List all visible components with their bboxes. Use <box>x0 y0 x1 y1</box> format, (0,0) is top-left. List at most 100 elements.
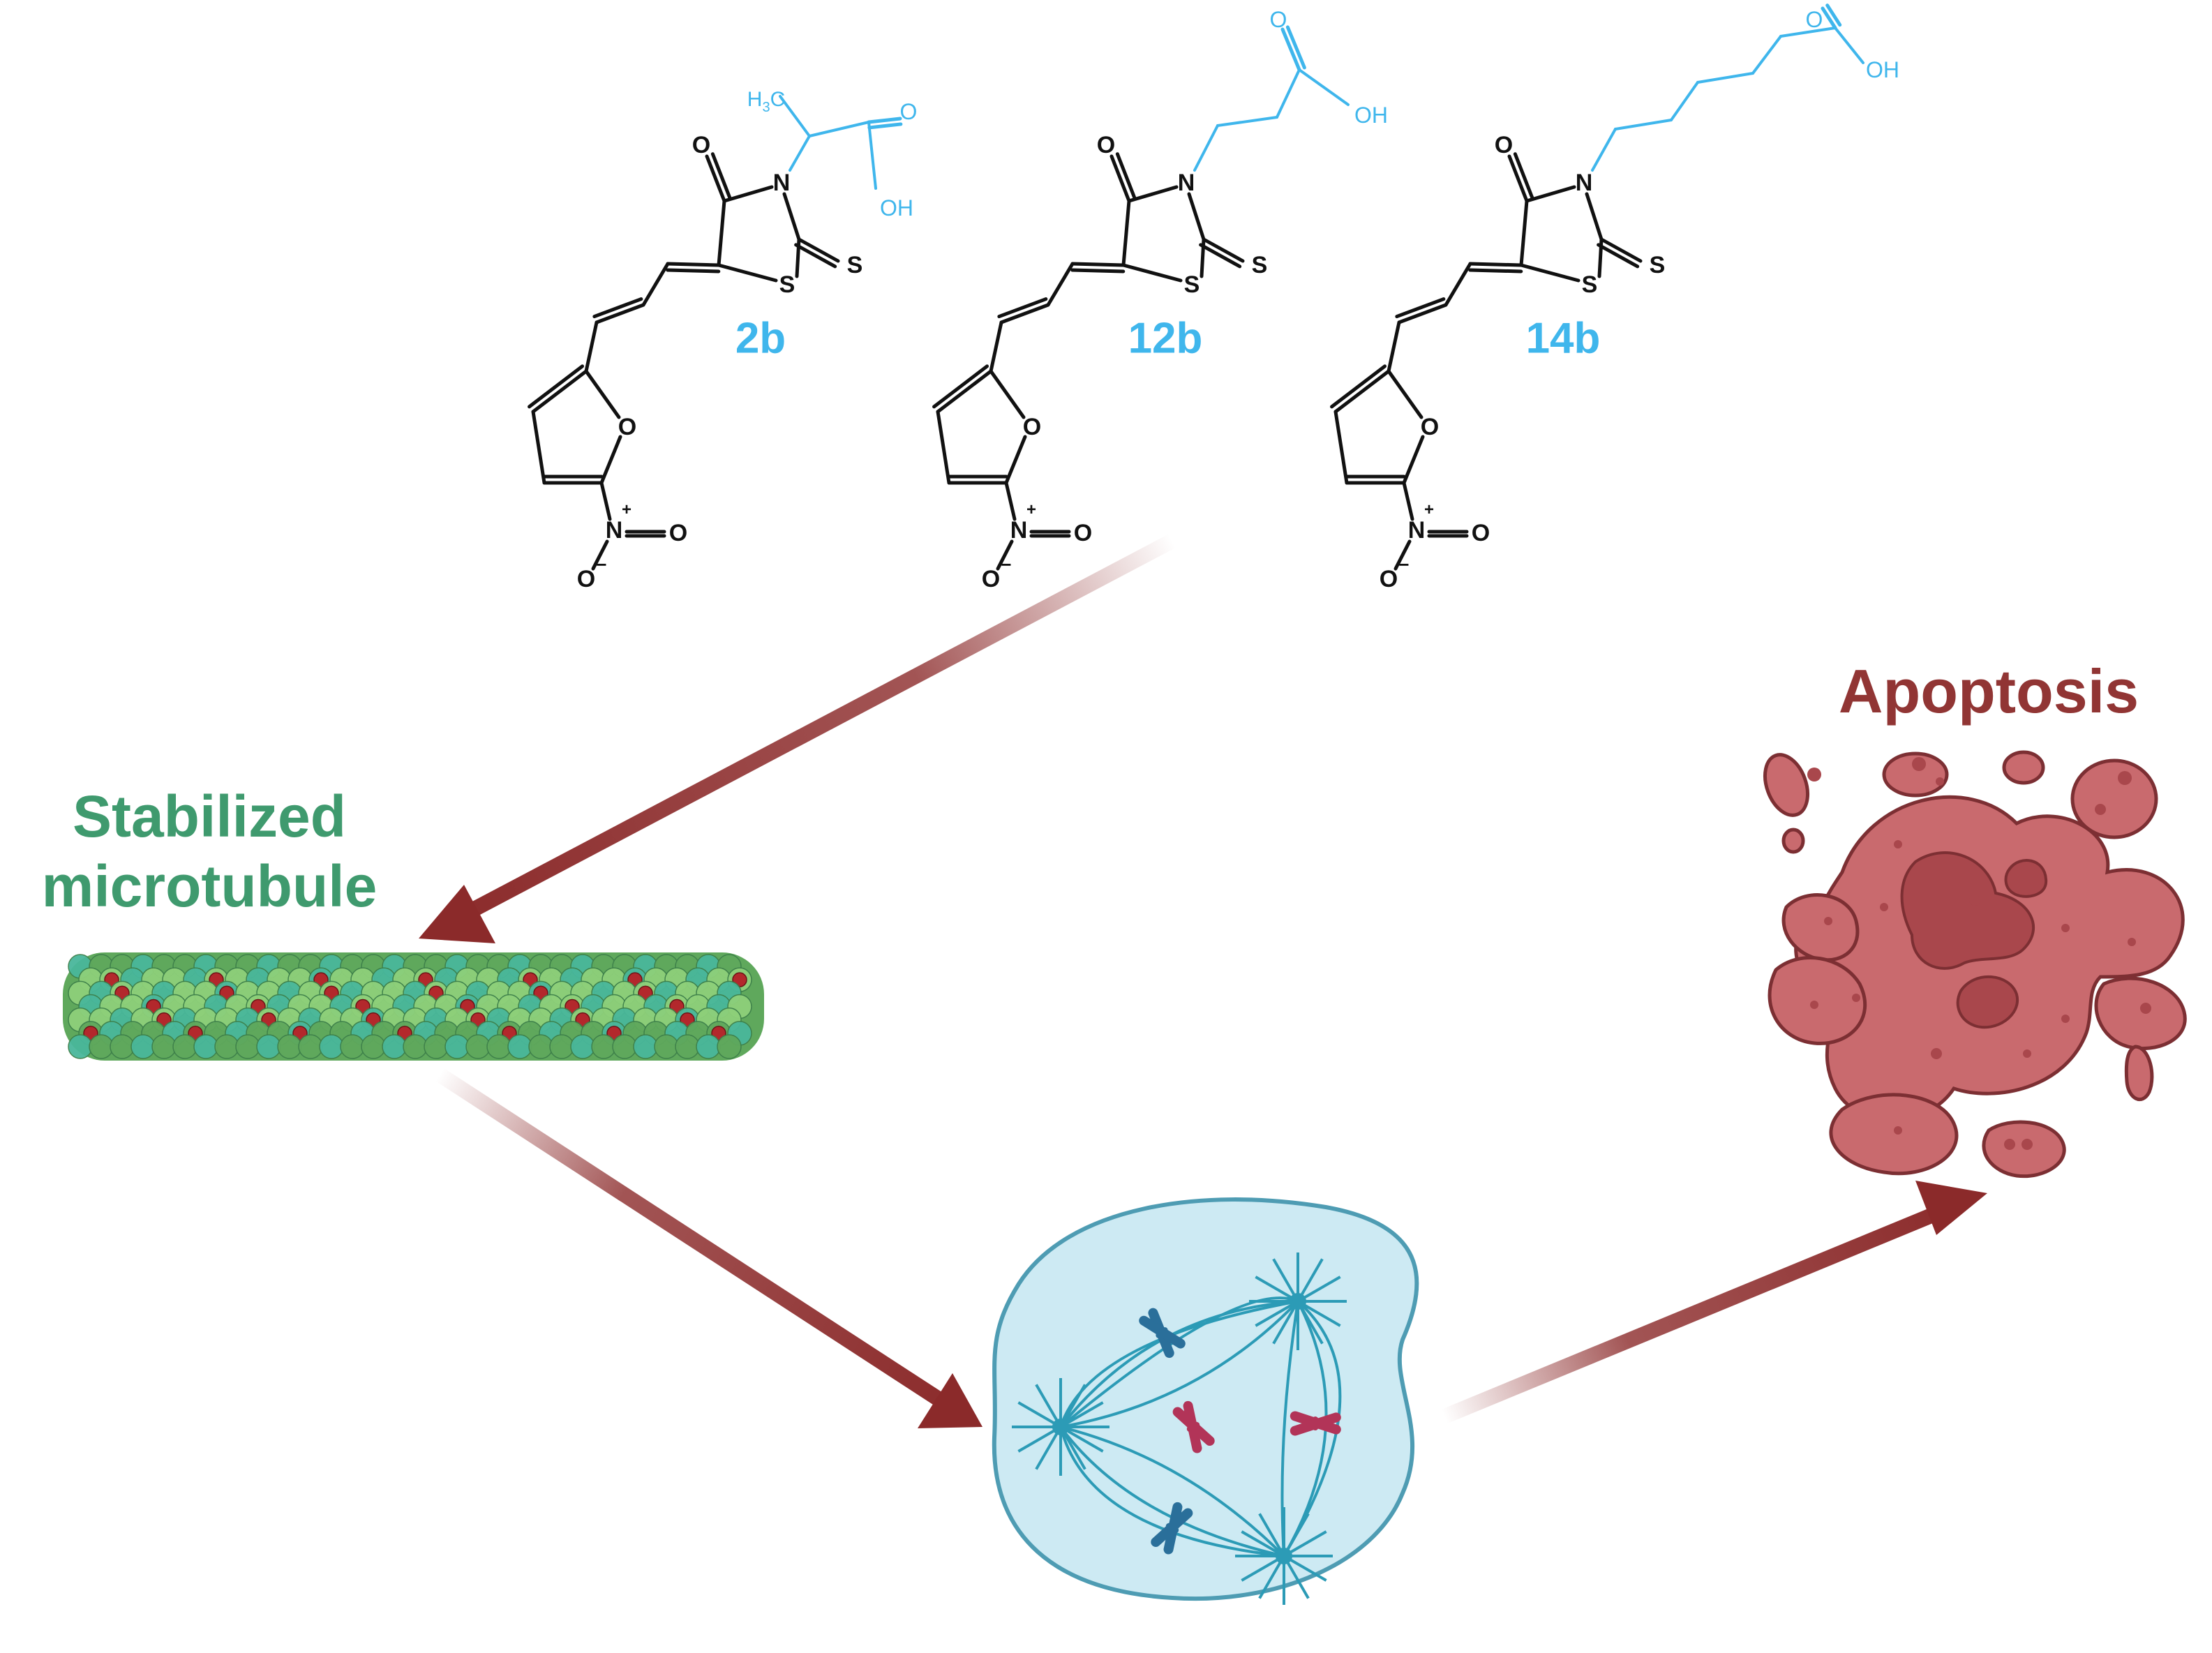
side-chain-bond <box>1614 119 1673 130</box>
apoptotic-body <box>2002 750 2045 785</box>
compound-label: 14b <box>1526 315 1601 363</box>
sulfur-atom: S <box>1582 271 1598 298</box>
double-bond <box>997 297 1048 319</box>
tubulin-subunit <box>591 1034 616 1059</box>
bond <box>1387 369 1423 419</box>
centrosome <box>1052 1419 1069 1435</box>
thione-sulfur: S <box>847 252 863 278</box>
nucleus-fragment <box>1956 975 2019 1029</box>
chromosome <box>1151 1502 1193 1555</box>
label-line-1: Stabilized <box>72 784 347 849</box>
tubulin-subunit <box>486 1034 511 1059</box>
granule <box>1852 994 1860 1002</box>
granule <box>2022 1139 2033 1150</box>
double-bond <box>1070 268 1126 274</box>
tubulin-subunit <box>570 1034 595 1059</box>
stabilized-microtubule-label: Stabilized microtubule <box>14 781 405 921</box>
tubulin-subunit <box>256 1034 281 1059</box>
nitro-oxide: O <box>982 566 1000 592</box>
apoptotic-granules <box>1807 757 2151 1150</box>
double-bond <box>666 262 721 267</box>
centrosome <box>1290 1293 1306 1310</box>
bond <box>1519 263 1580 283</box>
double-bond <box>794 243 837 269</box>
compound-label: 12b <box>1128 315 1203 363</box>
apoptotic-body <box>2094 976 2187 1051</box>
charge-minus: − <box>1398 554 1409 575</box>
side-chain-bond <box>1276 68 1301 119</box>
double-bond <box>1070 262 1126 267</box>
double-bond <box>797 237 840 263</box>
granule <box>2004 1139 2015 1150</box>
side-chain-bond <box>1696 72 1754 84</box>
apoptotic-body <box>1982 1120 2066 1179</box>
tubulin-subunit <box>528 1034 553 1059</box>
bond <box>599 481 612 521</box>
tubulin-subunit <box>654 1034 679 1059</box>
bond <box>1121 199 1131 267</box>
spindle-fiber <box>1060 1426 1285 1557</box>
granule <box>1912 757 1926 771</box>
side-chain-bond <box>779 95 811 137</box>
bond <box>584 369 621 419</box>
spindle-fiber <box>1059 1426 1285 1557</box>
charge-minus: − <box>1001 554 1011 575</box>
double-bond <box>592 297 643 319</box>
carboxyl-oxygen: O <box>1806 7 1823 32</box>
tubulin-subunit <box>465 1034 491 1059</box>
granule <box>2118 771 2132 785</box>
double-bond <box>528 364 585 409</box>
centromere <box>1186 1421 1200 1433</box>
bond <box>717 199 726 267</box>
tubulin-subunit <box>89 1034 114 1059</box>
carboxyl-double-bond <box>1285 25 1306 70</box>
double-bond <box>1109 154 1131 203</box>
thione-sulfur: S <box>1650 252 1666 278</box>
carboxyl-oxygen: O <box>1270 7 1287 32</box>
methyl-group: H3C <box>747 88 785 115</box>
nitro-nitrogen: N <box>1010 517 1028 544</box>
bond <box>1444 262 1472 307</box>
spindle-fibers <box>1012 1252 1347 1605</box>
spindle-fiber <box>1283 1300 1342 1557</box>
side-chain-bond <box>1591 128 1617 172</box>
granule <box>2140 1003 2151 1014</box>
nitrogen-atom: N <box>1576 170 1593 196</box>
side-chain-bond <box>808 121 870 137</box>
granule <box>2061 924 2070 932</box>
charge-plus: + <box>1424 500 1434 519</box>
double-bond <box>1330 364 1387 409</box>
hydroxyl-group: OH <box>1354 103 1388 128</box>
double-bond <box>531 369 588 414</box>
furan-oxygen: O <box>1421 414 1439 440</box>
arrow-drug-to-microtubule <box>419 534 1176 943</box>
arrow-mitosis-to-apoptosis <box>1441 1181 1987 1424</box>
nitro-oxide: O <box>577 566 595 592</box>
spindle-fiber <box>1060 1300 1299 1428</box>
bond <box>1004 481 1017 521</box>
tubulin-subunit <box>340 1034 365 1059</box>
granule <box>1969 895 1980 906</box>
nitro-nitrogen: N <box>606 517 623 544</box>
nitrogen-atom: N <box>773 170 791 196</box>
tubulin-subunit <box>277 1034 302 1059</box>
nitrogen-atom: N <box>1178 170 1195 196</box>
bond <box>1333 410 1349 485</box>
apoptotic-body <box>1781 828 1805 854</box>
granule <box>1807 768 1821 781</box>
double-bond <box>1395 297 1446 319</box>
chromosomes <box>1139 1308 1341 1555</box>
double-bond <box>932 364 989 409</box>
carboxyl-oxygen: O <box>900 99 918 124</box>
arrow-microtubule-to-mitosis <box>435 1068 982 1428</box>
tubulin-subunit <box>612 1034 637 1059</box>
bond <box>1402 435 1425 485</box>
bond <box>1187 192 1206 241</box>
sulfur-atom: S <box>1184 271 1200 298</box>
bond <box>1393 539 1412 571</box>
compound-label: 2b <box>735 315 786 363</box>
granule <box>1931 1048 1942 1059</box>
tubulin-subunit <box>298 1034 323 1059</box>
tubulin-subunit <box>193 1034 218 1059</box>
